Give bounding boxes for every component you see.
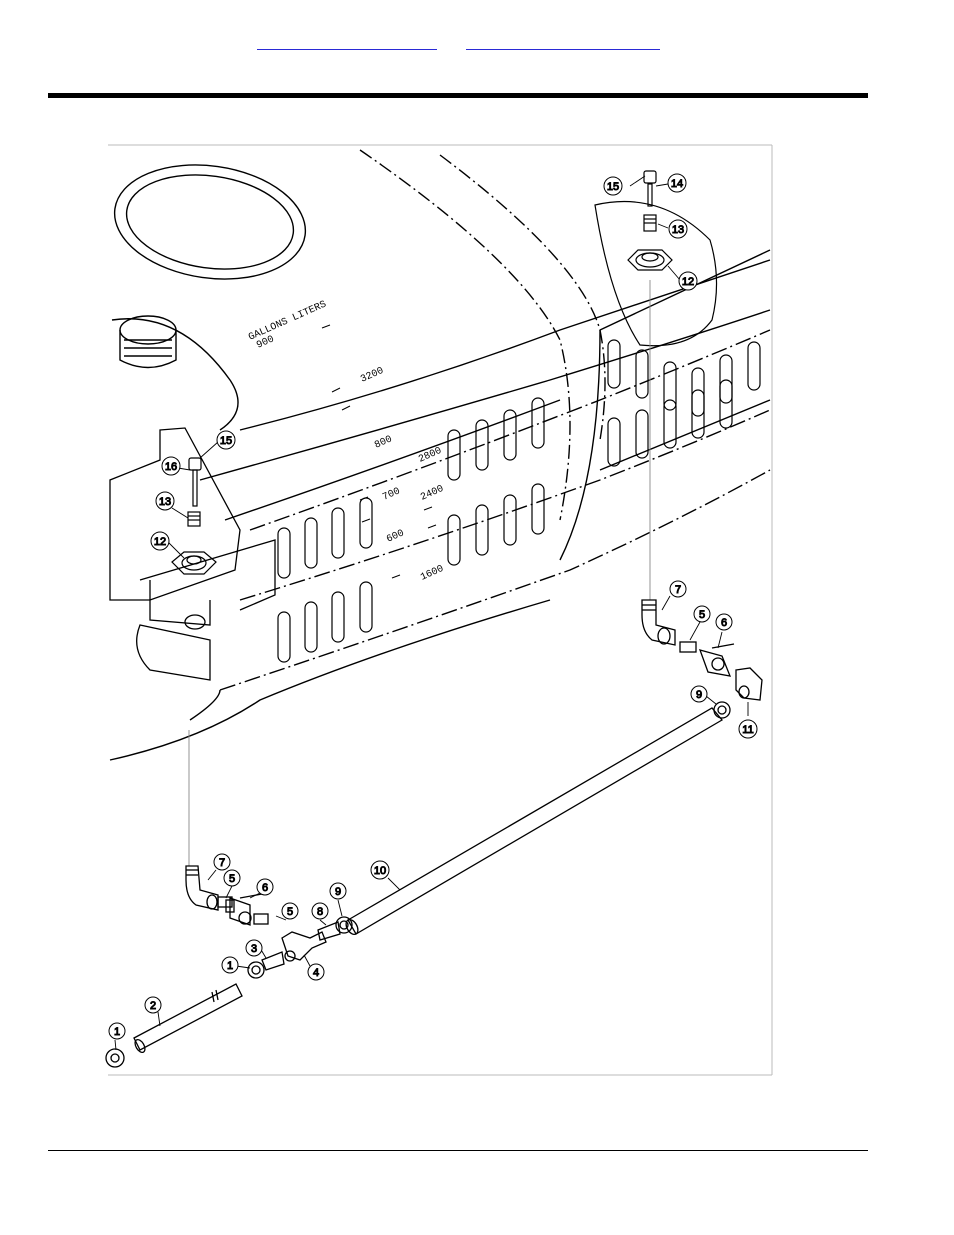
callout-9b: 9 <box>690 685 708 703</box>
callout-label: 4 <box>313 967 319 979</box>
callout-label: 13 <box>159 496 171 508</box>
callout-label: 7 <box>219 857 225 869</box>
callout-label: 5 <box>287 906 293 918</box>
callout-13b: 13 <box>668 219 688 239</box>
header-link-right[interactable] <box>466 48 660 50</box>
callout-label: 15 <box>607 181 619 193</box>
right-plumbing <box>641 599 763 719</box>
callout-12b: 12 <box>678 271 698 291</box>
callout-8: 8 <box>311 902 329 920</box>
callout-5b: 5 <box>281 902 299 920</box>
callout-label: 13 <box>672 224 684 236</box>
callout-label: 7 <box>675 584 681 596</box>
callout-label: 10 <box>374 865 386 877</box>
callout-5c: 5 <box>693 605 711 623</box>
callout-label: 6 <box>262 882 268 894</box>
callout-label: 12 <box>682 276 694 288</box>
callout-label: 9 <box>335 886 341 898</box>
callout-label: 5 <box>229 873 235 885</box>
callout-16: 16 <box>161 456 181 476</box>
callout-12a: 12 <box>150 531 170 551</box>
callout-13a: 13 <box>155 491 175 511</box>
left-sump-housing <box>109 427 276 681</box>
callout-label: 3 <box>251 943 257 955</box>
callout-label: 12 <box>154 536 166 548</box>
footer-rule <box>48 1150 868 1151</box>
callout-5a: 5 <box>223 869 241 887</box>
right-fitting-stack <box>594 170 718 347</box>
callout-label: 5 <box>699 609 705 621</box>
left-fitting-stack <box>171 457 217 575</box>
callout-6b: 6 <box>715 613 733 631</box>
callout-3: 3 <box>245 939 263 957</box>
liter-mark-2800: 2800 <box>417 446 443 466</box>
parts-diagram: GALLONS LITERS 900 3200 800 2800 700 240… <box>105 144 773 1076</box>
assembly-lines <box>188 280 651 866</box>
callout-label: 8 <box>317 906 323 918</box>
gallon-mark-600: 600 <box>385 528 406 545</box>
callout-label: 1 <box>227 960 233 972</box>
callout-11: 11 <box>738 719 758 739</box>
callout-label: 14 <box>671 178 683 190</box>
tank-body <box>109 149 771 761</box>
callout-label: 2 <box>150 1000 156 1012</box>
callout-label: 16 <box>165 461 177 473</box>
callout-7a: 7 <box>213 853 231 871</box>
drawing-frame <box>108 144 773 1076</box>
gallon-mark-700: 700 <box>381 486 402 503</box>
callout-15b: 15 <box>603 176 623 196</box>
callout-label: 15 <box>220 435 232 447</box>
callout-label: 6 <box>721 617 727 629</box>
callout-9a: 9 <box>329 882 347 900</box>
units-label: GALLONS LITERS <box>247 299 328 343</box>
callout-4: 4 <box>307 963 325 981</box>
header-link-left[interactable] <box>257 48 437 50</box>
header-rule <box>48 93 868 98</box>
callout-1b: 1 <box>221 956 239 974</box>
callout-14: 14 <box>667 173 687 193</box>
callout-1a: 1 <box>108 1022 126 1040</box>
callouts: 1 2 1 3 4 5 5 6 7 8 9 10 12 13 16 15 15 … <box>108 173 758 1040</box>
liter-mark-1600: 1600 <box>419 564 445 584</box>
liter-mark-3200: 3200 <box>359 366 385 386</box>
callout-2: 2 <box>144 996 162 1014</box>
callout-label: 11 <box>742 724 753 736</box>
leader-lines <box>114 175 749 1051</box>
callout-6a: 6 <box>256 878 274 896</box>
callout-label: 9 <box>696 689 702 701</box>
callout-10: 10 <box>370 860 390 880</box>
callout-15a: 15 <box>216 430 236 450</box>
callout-7b: 7 <box>669 580 687 598</box>
volume-scale: GALLONS LITERS 900 3200 800 2800 700 240… <box>247 299 445 583</box>
gallon-mark-800: 800 <box>373 434 394 451</box>
tank-slots <box>277 339 761 663</box>
lower-plumbing <box>105 707 723 1068</box>
callout-label: 1 <box>114 1026 120 1038</box>
liter-mark-2400: 2400 <box>419 484 445 504</box>
